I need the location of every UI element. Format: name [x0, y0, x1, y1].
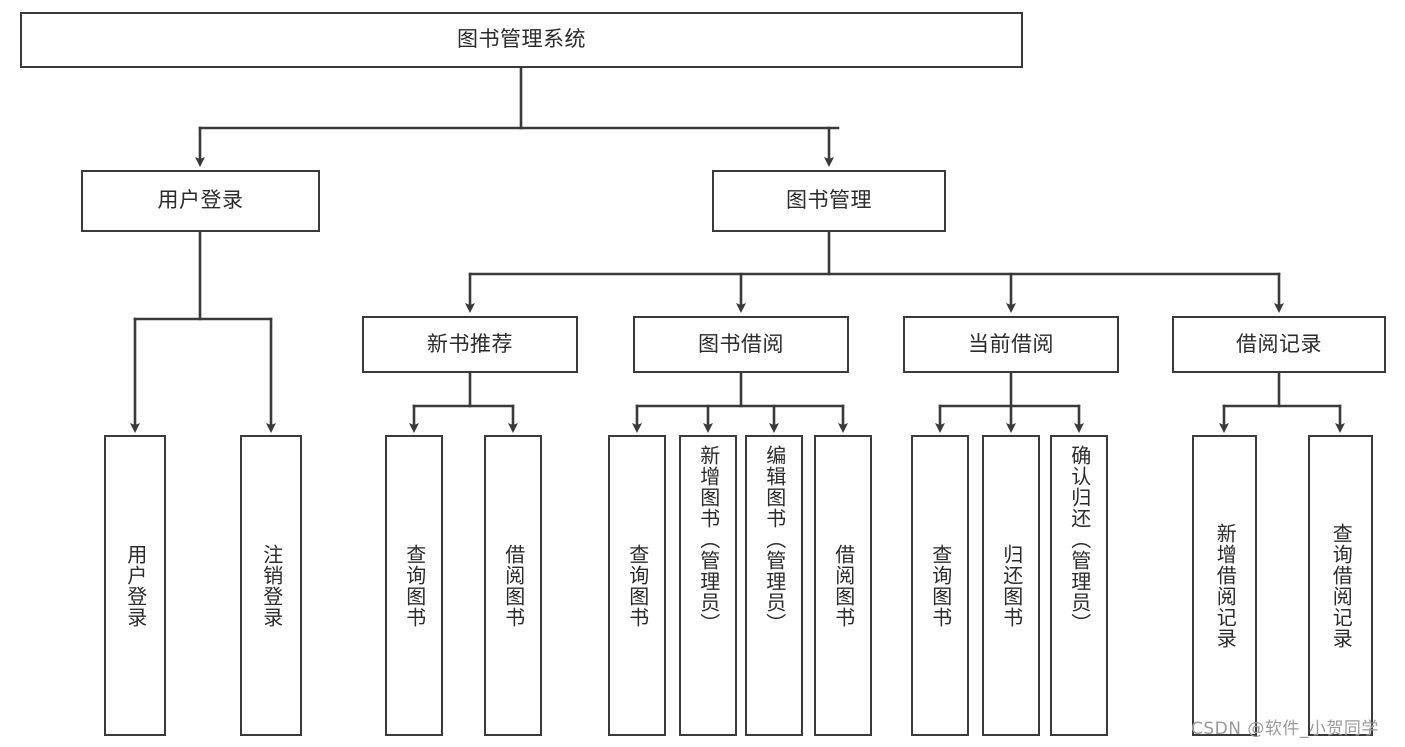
leaf-query-book-recommend[interactable]: 查询图书 [385, 435, 443, 736]
leaf-add-borrow-record[interactable]: 新增借阅记录 [1192, 435, 1257, 736]
node-book-borrow[interactable]: 图书借阅 [633, 316, 849, 373]
node-book-management[interactable]: 图书管理 [712, 170, 946, 232]
leaf-add-book-admin[interactable]: 新增图书（管理员） [679, 435, 737, 736]
leaf-query-book-current-label: 查询图书 [928, 543, 953, 628]
leaf-add-borrow-record-label: 新增借阅记录 [1213, 522, 1238, 649]
node-borrow-record-label: 借阅记录 [1236, 331, 1322, 356]
leaf-add-book-admin-label: 新增图书（管理员） [696, 445, 721, 634]
leaf-borrow-book[interactable]: 借阅图书 [814, 435, 872, 736]
leaf-return-book-label: 归还图书 [999, 543, 1024, 628]
node-book-borrow-label: 图书借阅 [698, 331, 784, 356]
leaf-edit-book-admin-label: 编辑图书（管理员） [762, 445, 787, 634]
leaf-logout[interactable]: 注销登录 [240, 435, 302, 736]
leaf-return-book[interactable]: 归还图书 [982, 435, 1040, 736]
node-new-book-recommend[interactable]: 新书推荐 [362, 316, 578, 373]
leaf-borrow-book-recommend[interactable]: 借阅图书 [484, 435, 542, 736]
leaf-borrow-book-recommend-label: 借阅图书 [501, 543, 526, 628]
node-root[interactable]: 图书管理系统 [20, 12, 1023, 68]
node-user-login-label: 用户登录 [157, 188, 244, 213]
leaf-query-book-borrow-label: 查询图书 [625, 543, 650, 628]
leaf-confirm-return-admin[interactable]: 确认归还（管理员） [1050, 435, 1108, 736]
leaf-query-borrow-record[interactable]: 查询借阅记录 [1308, 435, 1373, 736]
leaf-query-book-current[interactable]: 查询图书 [911, 435, 969, 736]
node-current-borrow[interactable]: 当前借阅 [903, 316, 1119, 373]
node-root-label: 图书管理系统 [457, 27, 586, 52]
node-current-borrow-label: 当前借阅 [968, 331, 1054, 356]
leaf-borrow-book-label: 借阅图书 [831, 543, 856, 628]
leaf-edit-book-admin[interactable]: 编辑图书（管理员） [745, 435, 803, 736]
leaf-user-login[interactable]: 用户登录 [104, 435, 166, 736]
leaf-query-book-borrow[interactable]: 查询图书 [608, 435, 666, 736]
leaf-user-login-label: 用户登录 [123, 543, 148, 628]
leaf-logout-label: 注销登录 [259, 543, 284, 628]
leaf-query-borrow-record-label: 查询借阅记录 [1329, 522, 1354, 649]
node-borrow-record[interactable]: 借阅记录 [1172, 316, 1386, 373]
node-book-management-label: 图书管理 [786, 188, 872, 213]
node-new-book-recommend-label: 新书推荐 [427, 331, 513, 356]
node-user-login[interactable]: 用户登录 [81, 170, 320, 232]
leaf-confirm-return-admin-label: 确认归还（管理员） [1067, 445, 1092, 634]
leaf-query-book-recommend-label: 查询图书 [402, 543, 427, 628]
